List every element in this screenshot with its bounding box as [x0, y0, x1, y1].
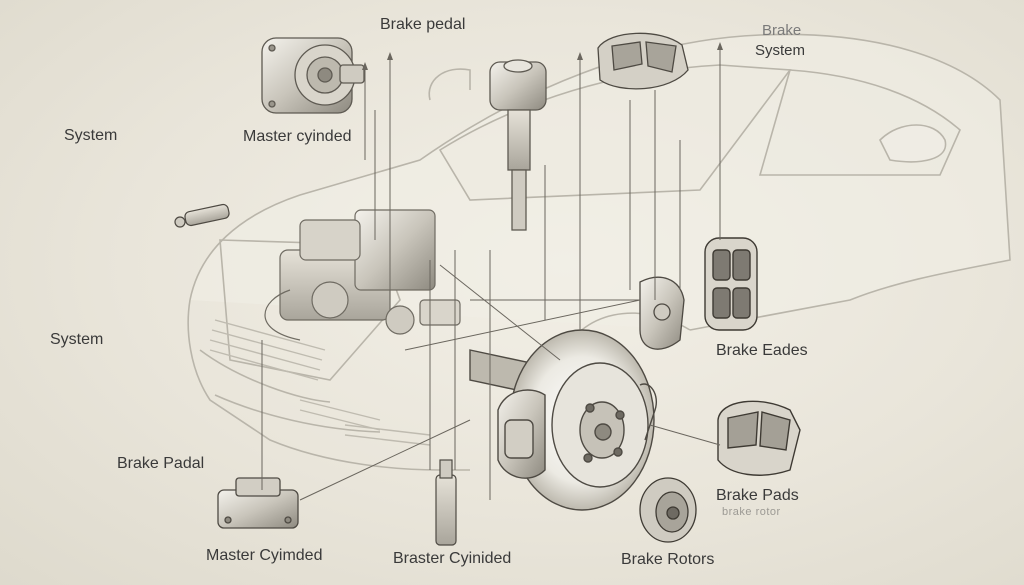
- brake-pads-bottom: [717, 400, 801, 476]
- label-system-left-top: System: [64, 127, 118, 144]
- brake-rotor-disc: [469, 329, 657, 511]
- label-braster-cylinder: Braster Cyinided: [393, 550, 512, 567]
- label-system-top-right: System: [755, 42, 806, 59]
- leader-lines: [261, 50, 721, 501]
- label-master-cylinder-top: Master cyinded: [243, 128, 352, 145]
- label-system-left-mid: System: [50, 331, 104, 348]
- brake-sensor-left: [174, 203, 230, 228]
- label-master-cylinder-bottom: Master Cyimded: [206, 547, 323, 564]
- leader-arrowheads: [362, 42, 723, 70]
- master-cylinder-unit: [261, 37, 365, 114]
- brake-pads-top: [597, 32, 689, 90]
- label-brake-rotors: Brake Rotors: [621, 551, 715, 568]
- brake-booster-column: [489, 59, 547, 231]
- label-brake-pedal-top: Brake pedal: [380, 16, 466, 33]
- label-brake-system-top: Brake: [762, 22, 802, 39]
- label-ghost-text: brake rotor: [722, 506, 781, 518]
- brake-cylinder-bottom: [435, 459, 457, 546]
- label-brake-padal-left: Brake Padal: [117, 455, 205, 472]
- master-cylinder-bottom: [217, 477, 299, 529]
- front-grille: [209, 319, 431, 446]
- brake-rotor-small: [639, 477, 697, 543]
- brake-pads-vertical: [704, 237, 758, 331]
- label-brake-eades: Brake Eades: [716, 342, 808, 359]
- brake-caliper-right: [639, 276, 685, 350]
- label-brake-pads-right: Brake Pads: [716, 487, 799, 504]
